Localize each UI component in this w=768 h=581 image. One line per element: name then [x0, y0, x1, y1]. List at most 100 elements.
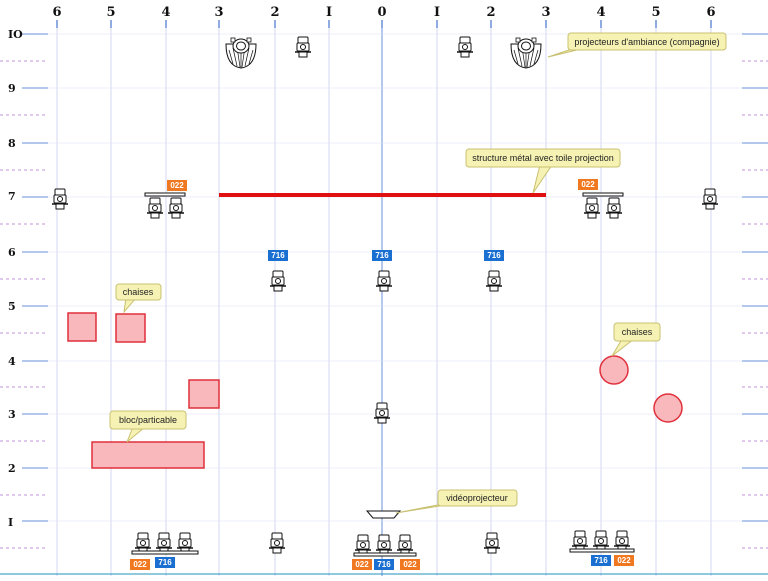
lamp-row6-left[interactable]: [269, 270, 287, 292]
tag-label: 022: [617, 556, 631, 565]
row-label-8: 8: [8, 137, 16, 150]
row-label-4: 4: [8, 355, 16, 368]
callout-chaises-right-text: chaises: [622, 327, 653, 337]
ruler-label-right-6: 6: [706, 5, 715, 20]
callout-structure-text: structure métal avec toile projection: [472, 153, 614, 163]
lamp-top-left[interactable]: [294, 36, 312, 58]
row-label-7: 7: [8, 190, 16, 203]
tag-022-row7-right[interactable]: 022: [578, 179, 598, 190]
lamp-bottom-center-c[interactable]: [396, 534, 414, 556]
lamp-bottom-right-a[interactable]: [571, 530, 589, 552]
row-label-6: 6: [8, 246, 16, 259]
callout-chaises-left[interactable]: chaises: [115, 283, 162, 314]
ruler-label-right-3: 3: [541, 5, 550, 20]
row-label-2: 2: [8, 462, 16, 475]
tag-022-bottom-right[interactable]: 022: [614, 555, 634, 566]
bar-bottom-center: [353, 552, 417, 557]
lamp-bottom-center-b[interactable]: [375, 534, 393, 556]
callout-video[interactable]: vidéoprojecteur: [395, 489, 518, 514]
lamp-row3-center[interactable]: [373, 402, 391, 424]
lamp-bottom-left-c[interactable]: [176, 532, 194, 554]
lamp-bottom-center-a[interactable]: [354, 534, 372, 556]
row-label-10: IO: [8, 28, 23, 41]
tag-716-row6-right[interactable]: 716: [484, 250, 504, 261]
chair-round-1[interactable]: [599, 355, 629, 385]
tag-label: 716: [375, 251, 389, 260]
ruler-label-center: 0: [377, 5, 386, 20]
top-ruler: 6 5 4 3 2 I 0 I 2 3 4 5 6: [52, 5, 715, 20]
tag-716-row6-center[interactable]: 716: [372, 250, 392, 261]
lamp-bottom-right-b[interactable]: [592, 530, 610, 552]
ruler-label-left-6: 6: [52, 5, 61, 20]
lamp-top-right[interactable]: [456, 36, 474, 58]
tag-022-bottom-left[interactable]: 022: [130, 559, 150, 570]
chair-block-left-2[interactable]: [115, 313, 146, 343]
tag-716-bottom-center[interactable]: 716: [374, 559, 394, 570]
lamp-row7-far-right[interactable]: [701, 188, 719, 210]
videoprojector[interactable]: [365, 510, 402, 519]
ruler-label-left-1: I: [326, 5, 332, 20]
ruler-label-right-1: I: [434, 5, 440, 20]
callout-bloc-text: bloc/particable: [119, 415, 177, 425]
tag-label: 716: [158, 558, 172, 567]
lamp-bottom-right-c[interactable]: [613, 530, 631, 552]
row-labels: IO 9 8 7 6 5 4 3 2 I: [8, 28, 23, 529]
ruler-label-right-2: 2: [486, 5, 495, 20]
bar-row7-right: [582, 192, 624, 197]
tag-label: 022: [403, 560, 417, 569]
row-label-1: I: [8, 516, 13, 529]
ruler-label-right-4: 4: [596, 5, 605, 20]
lamp-row7-right-b[interactable]: [605, 197, 623, 219]
lamp-row6-center[interactable]: [375, 270, 393, 292]
callout-chaises-left-text: chaises: [123, 287, 154, 297]
tag-label: 716: [377, 560, 391, 569]
ruler-label-left-4: 4: [161, 5, 170, 20]
tag-022-row7-left[interactable]: 022: [167, 180, 187, 191]
tag-716-row6-left[interactable]: 716: [268, 250, 288, 261]
tag-label: 716: [594, 556, 608, 565]
grid: [0, 20, 768, 576]
ruler-label-left-5: 5: [106, 5, 115, 20]
bloc-particable[interactable]: [91, 441, 205, 469]
row-label-3: 3: [8, 408, 16, 421]
tag-label: 022: [581, 180, 595, 189]
tag-label: 022: [355, 560, 369, 569]
tag-label: 022: [133, 560, 147, 569]
lamp-row7-right-a[interactable]: [583, 197, 601, 219]
tag-label: 716: [271, 251, 285, 260]
callout-ambiance-text: projecteurs d'ambiance (compagnie): [574, 37, 719, 47]
bar-bottom-right: [569, 548, 635, 553]
tag-label: 716: [487, 251, 501, 260]
row-label-9: 9: [8, 82, 16, 95]
chair-block-left-1[interactable]: [67, 312, 97, 342]
chair-round-2[interactable]: [653, 393, 683, 423]
row-label-5: 5: [8, 300, 16, 313]
ambiance-projector-left[interactable]: [225, 37, 257, 69]
lamp-bottom-left-b[interactable]: [155, 532, 173, 554]
tag-022-bottom-center-a[interactable]: 022: [352, 559, 372, 570]
tag-716-bottom-right[interactable]: 716: [591, 555, 611, 566]
ruler-label-right-5: 5: [651, 5, 660, 20]
callout-video-text: vidéoprojecteur: [446, 493, 508, 503]
lamp-bottom-mid-left[interactable]: [268, 532, 286, 554]
lamp-row7-far-left[interactable]: [51, 188, 69, 210]
callout-chaises-right[interactable]: chaises: [611, 322, 661, 357]
block-square[interactable]: [188, 379, 220, 409]
callout-structure[interactable]: structure métal avec toile projection: [465, 148, 621, 194]
callout-bloc[interactable]: bloc/particable: [109, 410, 187, 443]
ambiance-projector-right[interactable]: [510, 37, 542, 69]
lamp-bottom-left-a[interactable]: [134, 532, 152, 554]
bar-row7-left: [144, 192, 186, 197]
tag-022-bottom-center-b[interactable]: 022: [400, 559, 420, 570]
tag-716-bottom-left[interactable]: 716: [155, 557, 175, 568]
callout-ambiance[interactable]: projecteurs d'ambiance (compagnie): [547, 32, 727, 58]
lamp-row7-left-b[interactable]: [167, 197, 185, 219]
lamp-bottom-mid-right[interactable]: [483, 532, 501, 554]
ruler-label-left-2: 2: [270, 5, 279, 20]
lamp-row7-left-a[interactable]: [146, 197, 164, 219]
ruler-label-left-3: 3: [214, 5, 223, 20]
tag-label: 022: [170, 181, 184, 190]
lamp-row6-right[interactable]: [485, 270, 503, 292]
